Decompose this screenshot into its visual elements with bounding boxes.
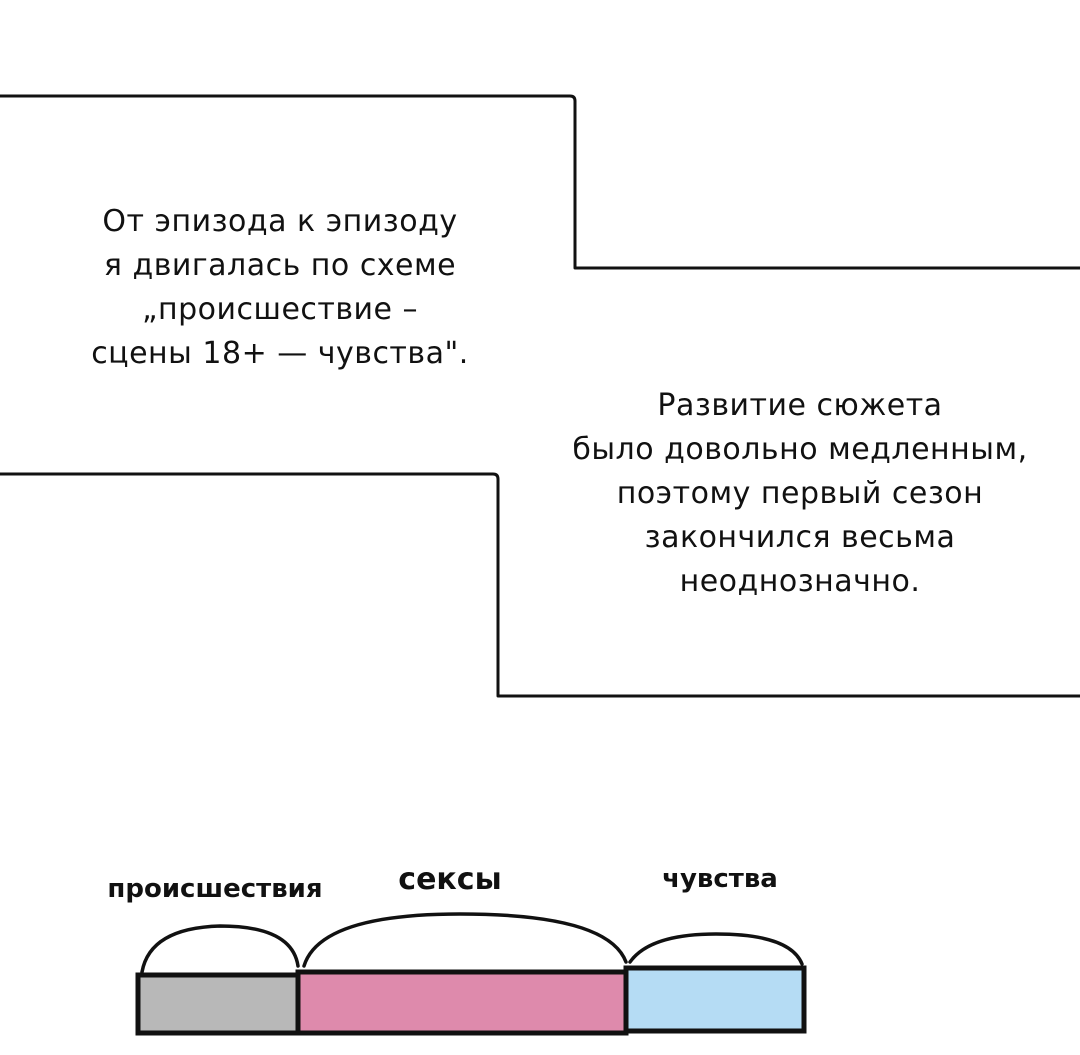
caption-line: закончился весьма bbox=[644, 520, 956, 555]
diagram-label-incidents: происшествия bbox=[107, 874, 323, 904]
brace-feelings bbox=[628, 932, 804, 966]
bar-segment-sex bbox=[295, 969, 629, 1036]
brace-sex bbox=[302, 912, 628, 968]
diagram-label-sex: сексы bbox=[398, 862, 502, 897]
caption-line: „происшествие – bbox=[141, 292, 419, 327]
brace-incidents bbox=[140, 924, 300, 974]
caption-right: Развитие сюжета было довольно медленным,… bbox=[520, 384, 1080, 604]
caption-line: Развитие сюжета bbox=[657, 388, 943, 423]
caption-line: я двигалась по схеме bbox=[103, 248, 457, 283]
caption-top-left: От эпизода к эпизоду я двигалась по схем… bbox=[40, 200, 520, 376]
panel-border-top bbox=[0, 94, 1080, 270]
panel-border-middle bbox=[0, 472, 1080, 698]
caption-line: От эпизода к эпизоду bbox=[102, 204, 458, 239]
caption-line: поэтому первый сезон bbox=[616, 476, 984, 511]
bar-segment-feelings bbox=[623, 965, 807, 1034]
diagram-label-feelings: чувства bbox=[662, 864, 778, 894]
caption-line: неоднозначно. bbox=[679, 564, 921, 599]
caption-line: было довольно медленным, bbox=[572, 432, 1028, 467]
bar-segment-incidents bbox=[135, 972, 301, 1036]
caption-line: сцены 18+ — чувства". bbox=[91, 336, 469, 371]
